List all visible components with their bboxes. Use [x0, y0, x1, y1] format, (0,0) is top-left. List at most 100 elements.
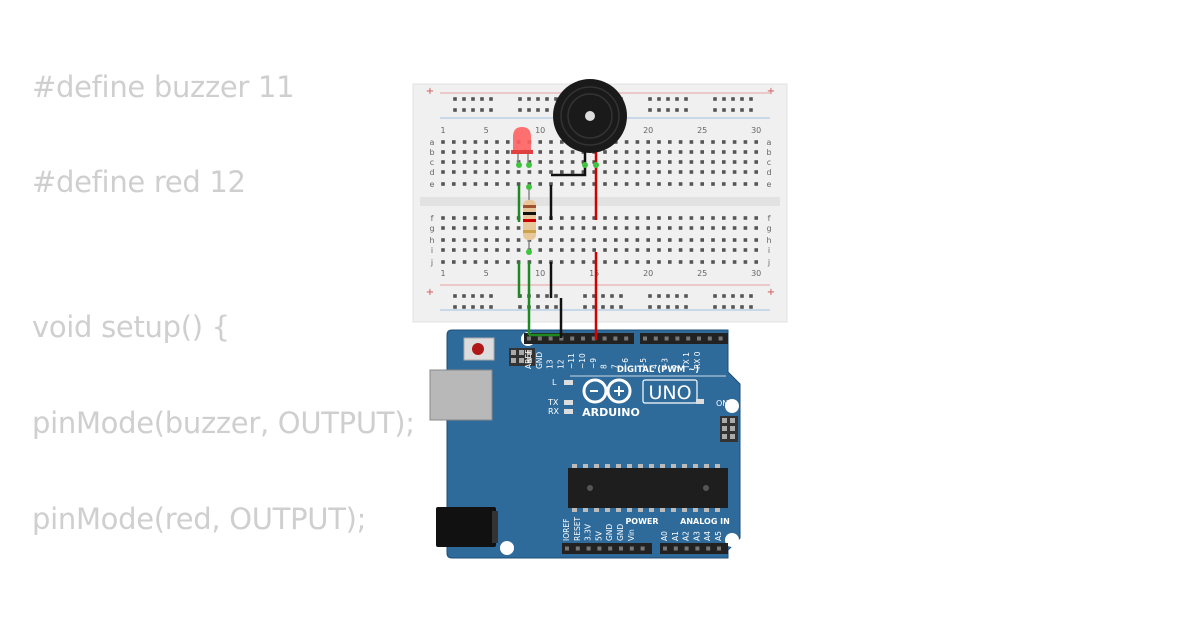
- header-pin: [548, 336, 553, 341]
- rail-hole: [536, 97, 540, 101]
- breadboard-hole: [538, 140, 542, 144]
- breadboard-hole: [603, 238, 607, 242]
- breadboard-hole: [743, 216, 748, 220]
- breadboard-hole: [452, 170, 456, 174]
- breadboard-hole: [592, 248, 596, 252]
- breadboard-hole: [484, 238, 488, 242]
- breadboard-hole: [635, 216, 640, 220]
- rail-plus-label: +: [767, 86, 775, 97]
- breadboard-hole: [538, 238, 542, 242]
- header-pin: [707, 336, 712, 341]
- digital-label: DIGITAL (PWM ~): [617, 365, 699, 375]
- on-label: ON: [716, 399, 728, 408]
- breadboard-hole: [657, 226, 661, 230]
- rail-hole: [666, 108, 670, 112]
- breadboard-hole: [722, 238, 726, 242]
- breadboard-hole: [635, 226, 640, 230]
- breadboard-hole: [624, 248, 629, 252]
- breadboard-hole: [700, 238, 704, 242]
- breadboard-hole: [484, 216, 488, 220]
- breadboard-hole: [711, 140, 715, 144]
- breadboard-hole: [462, 248, 467, 252]
- breadboard-hole: [732, 170, 737, 174]
- column-number: 20: [643, 126, 653, 135]
- breadboard-hole: [495, 260, 499, 264]
- breadboard-hole: [516, 248, 521, 252]
- rail-hole: [740, 294, 744, 298]
- breadboard-hole: [581, 182, 586, 186]
- rail-hole: [657, 97, 661, 101]
- digital-pin-label: 4: [650, 364, 659, 369]
- digital-pin-label: 8: [600, 364, 609, 369]
- analog-pin-label: A4: [703, 531, 712, 541]
- header-pin: [686, 336, 691, 341]
- rail-hole: [684, 108, 688, 112]
- breadboard-hole: [689, 216, 694, 220]
- breadboard-hole: [646, 260, 650, 264]
- rail-hole: [713, 294, 717, 298]
- breadboard-hole: [581, 216, 586, 220]
- header-pin: [629, 546, 634, 551]
- header-pin: [673, 546, 678, 551]
- breadboard-hole: [560, 238, 564, 242]
- breadboard-hole: [646, 170, 650, 174]
- rail-plus-label: +: [426, 86, 434, 97]
- power-pin-label: 5V: [594, 530, 603, 541]
- breadboard-hole: [635, 150, 640, 154]
- breadboard-hole: [506, 182, 510, 186]
- breadboard-hole: [506, 260, 510, 264]
- breadboard-hole: [452, 226, 456, 230]
- breadboard-hole: [570, 248, 575, 252]
- breadboard-hole: [473, 182, 478, 186]
- breadboard-hole: [484, 160, 488, 164]
- breadboard-hole: [462, 226, 467, 230]
- rail-hole: [731, 108, 735, 112]
- breadboard-hole: [581, 160, 586, 164]
- row-letter: e: [767, 180, 772, 189]
- breadboard-hole: [635, 140, 640, 144]
- breadboard-hole: [646, 226, 650, 230]
- breadboard-hole: [657, 140, 661, 144]
- column-number: 25: [697, 126, 707, 135]
- breadboard-hole: [711, 160, 715, 164]
- header-pin: [717, 546, 721, 551]
- rail-hole: [648, 108, 652, 112]
- breadboard-hole: [754, 238, 758, 242]
- rail-hole: [684, 97, 688, 101]
- analog-pin-label: A0: [660, 531, 669, 541]
- breadboard-hole: [689, 248, 694, 252]
- breadboard-hole: [441, 150, 445, 154]
- breadboard-hole: [711, 216, 715, 220]
- rail-hole: [722, 294, 726, 298]
- breadboard-hole: [678, 140, 683, 144]
- breadboard-hole: [624, 182, 629, 186]
- power-pin-label: GND: [605, 524, 614, 541]
- rail-hole: [480, 305, 484, 309]
- breadboard-hole: [473, 226, 478, 230]
- breadboard-hole: [668, 140, 672, 144]
- breadboard-hole: [462, 182, 467, 186]
- breadboard-hole: [495, 140, 499, 144]
- breadboard-hole: [527, 170, 532, 174]
- breadboard-hole: [614, 226, 618, 230]
- breadboard-hole: [743, 170, 748, 174]
- breadboard-hole: [441, 238, 445, 242]
- rail-hole: [471, 97, 475, 101]
- breadboard-hole: [495, 182, 499, 186]
- breadboard-hole: [506, 238, 510, 242]
- header-pin: [664, 336, 669, 341]
- breadboard-hole: [473, 170, 478, 174]
- breadboard-hole: [473, 160, 478, 164]
- digital-header-right: [640, 333, 728, 344]
- power-pin-label: 3.3V: [584, 523, 593, 541]
- breadboard-hole: [711, 248, 715, 252]
- rail-hole: [592, 294, 596, 298]
- breadboard-hole: [646, 150, 650, 154]
- breadboard-hole: [452, 160, 456, 164]
- row-letter: c: [767, 158, 771, 167]
- arduino-uno-board: UNO ARDUINO DIGITAL (PWM ~) ON L TX RX P…: [429, 329, 741, 559]
- breadboard-hole: [592, 170, 596, 174]
- breadboard-hole: [506, 140, 510, 144]
- rail-hole: [722, 97, 726, 101]
- rail-hole: [601, 294, 605, 298]
